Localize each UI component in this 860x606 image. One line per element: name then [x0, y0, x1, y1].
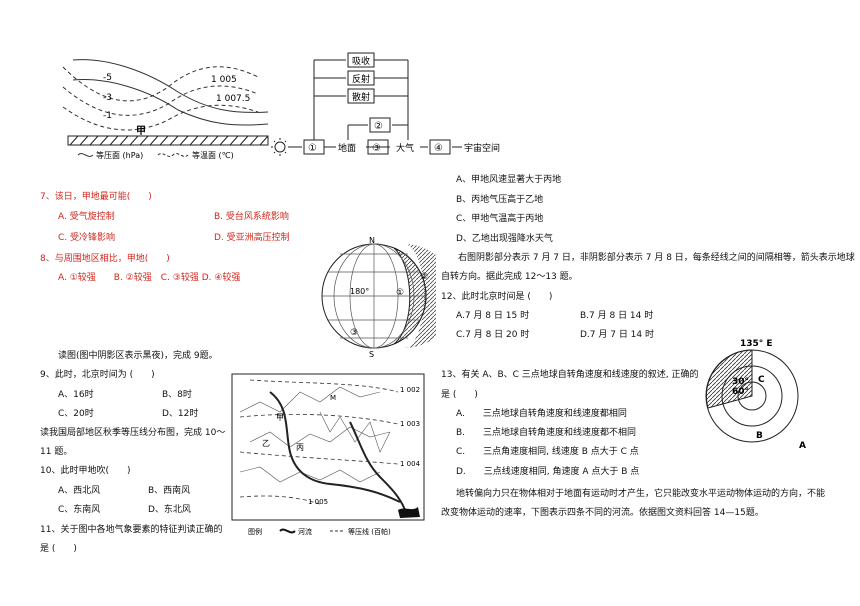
map-point-bing: 丙 [296, 443, 304, 452]
map-legend-title: 图例 [248, 527, 262, 536]
isobar-1005: 1 005 [308, 498, 328, 506]
radiation-flow-diagram: 吸收 反射 散射 ① ② ③ ④ 地面 大气 宇宙空间 [271, 52, 500, 156]
isobar-legend-icon [77, 153, 94, 157]
isobar-isotherm-figure: -5 -3 -1 1 005 1 007.5 甲 等压面 (hPa) 等温面 (… [62, 59, 269, 160]
legend-pressure: 等压面 (hPa) [96, 150, 143, 160]
map-point-m: M [330, 394, 336, 402]
q12-option-c[interactable]: C.7 月 8 日 20 时 [456, 330, 530, 340]
ground-label: 地面 [338, 142, 356, 154]
q10-option-a[interactable]: A、西北风 [58, 486, 101, 496]
q13-stem-line1: 13、有关 A、B、C 三点地球自转角速度和线速度的叙述, 正确的 [441, 370, 699, 380]
q7-option-c[interactable]: C. 受冷锋影响 [58, 233, 116, 243]
globe-day-night-figure: N S 180° ① ② ③ [321, 236, 436, 358]
legend-temperature: 等温面 (℃) [192, 150, 234, 160]
q10-option-b[interactable]: B、西南风 [148, 486, 191, 496]
q14-intro-line1: 地转偏向力只在物体相对于地面有运动时才产生，它只能改变水平运动物体运动的方向，不… [456, 489, 826, 499]
isobar-1003: 1 003 [400, 420, 420, 428]
q9-intro: 读图(图中阴影区表示黑夜)，完成 9题。 [58, 351, 218, 361]
isotherm-label: -3 [103, 93, 112, 103]
q10-intro-line1: 读我国局部地区秋季等压线分布图，完成 10～ [40, 428, 226, 438]
isobar-label: 1 007.5 [216, 94, 250, 104]
q10-stem: 10、此时甲地吹( ) [40, 466, 131, 476]
q9-option-a[interactable]: A、16时 [58, 390, 94, 400]
polar-lat60: 60° [732, 387, 749, 397]
q12-stem: 12、此时北京时间是 ( ) [441, 292, 553, 302]
q11-stem-line2: 是 ( ) [40, 544, 77, 554]
isobar-label: 1 005 [211, 75, 237, 85]
map-point-jia: 甲 [276, 413, 284, 422]
globe-point-3: ③ [350, 328, 358, 338]
map-point-yi: 乙 [262, 439, 270, 448]
node-4: ④ [434, 143, 443, 154]
q9-option-d[interactable]: D、12时 [162, 409, 199, 419]
isotherm-label: -1 [103, 111, 112, 121]
q12-option-d[interactable]: D.7 月 7 日 14 时 [580, 330, 654, 340]
isotherm-label: -5 [103, 73, 112, 83]
q13-option-b[interactable]: B. 三点地球自转角速度和线速度都不相同 [456, 428, 637, 438]
node-3: ③ [372, 143, 381, 154]
polar-lat30: 30° [732, 377, 749, 387]
polar-point-c: C [758, 375, 765, 385]
atmosphere-label: 大气 [396, 142, 414, 154]
q12-intro-line1: 右图阴影部分表示 7 月 7 日，非阴影部分表示 7 月 8 日，每条经线之间的… [458, 253, 855, 263]
q11-stem-line1: 11、关于图中各地气象要素的特征判读正确的 [40, 525, 223, 535]
q11-option-b[interactable]: B、丙地气压高于乙地 [456, 195, 544, 205]
space-label: 宇宙空间 [464, 142, 500, 154]
isobar-1004: 1 004 [400, 460, 421, 468]
q11-option-c[interactable]: C、甲地气温高于丙地 [456, 214, 544, 224]
globe-longitude-label: 180° [350, 287, 369, 296]
q12-intro-line2: 自转方向。据此完成 12～13 题。 [441, 272, 578, 282]
map-legend-river: 河流 [298, 527, 312, 536]
q13-option-c[interactable]: C. 三点角速度相同, 线速度 B 点大于 C 点 [456, 447, 639, 457]
isobar-map-figure: 1 002 1 003 1 004 1 005 甲 乙 丙 M 图例 河流 等压… [231, 373, 425, 536]
globe-point-1: ① [396, 288, 404, 298]
q9-stem: 9、此时，北京时间为 ( ) [40, 370, 155, 380]
q7-option-d[interactable]: D. 受亚洲高压控制 [214, 233, 290, 243]
q11-option-d[interactable]: D、乙地出现强降水天气 [456, 234, 553, 244]
river-legend-icon [279, 528, 296, 534]
isobar-1002: 1 002 [400, 386, 420, 394]
scatter-box: 散射 [352, 91, 370, 103]
q12-option-b[interactable]: B.7 月 8 日 14 时 [580, 311, 654, 321]
globe-north: N [369, 236, 375, 245]
q10-option-c[interactable]: C、东南风 [58, 505, 101, 515]
globe-south: S [369, 350, 374, 358]
q7-stem: 7、该日，甲地最可能( ) [40, 192, 152, 202]
isotherm-legend-icon [157, 153, 189, 157]
q7-option-b[interactable]: B. 受台风系统影响 [214, 212, 289, 222]
q8-options[interactable]: A. ①较强 B. ②较强 C. ③较强 D. ④较强 [58, 273, 241, 283]
polar-longitude-label: 135° E [740, 339, 773, 349]
q11-option-a[interactable]: A、甲地风速显著大于丙地 [456, 175, 562, 185]
q13-option-d[interactable]: D. 三点线速度相同, 角速度 A 点大于 B 点 [456, 467, 640, 477]
reflect-box: 反射 [352, 73, 370, 85]
q7-option-a[interactable]: A. 受气旋控制 [58, 212, 115, 222]
point-jia-label: 甲 [136, 125, 146, 137]
node-2: ② [374, 121, 383, 132]
absorb-box: 吸收 [352, 55, 370, 67]
node-1: ① [308, 143, 317, 154]
q9-option-b[interactable]: B、8时 [162, 390, 192, 400]
polar-point-a: A [799, 441, 806, 451]
map-legend-isobar: 等压线 (百帕) [348, 527, 391, 536]
q12-option-a[interactable]: A.7 月 8 日 15 时 [456, 311, 530, 321]
globe-point-2: ② [420, 272, 428, 282]
q9-option-c[interactable]: C、20时 [58, 409, 94, 419]
polar-point-b: B [756, 431, 763, 441]
q10-intro-line2: 11 题。 [40, 447, 73, 457]
polar-projection-figure: 135° E 30° 60° C B A [705, 339, 806, 451]
q14-intro-line2: 改变物体运动的速率，下图表示四条不同的河流。依据图文资料回答 14—15题。 [441, 508, 764, 518]
q10-option-d[interactable]: D、东北风 [148, 505, 191, 515]
q8-stem: 8、与周围地区相比，甲地( ) [40, 254, 170, 264]
q13-option-a[interactable]: A. 三点地球自转角速度和线速度都相同 [456, 409, 627, 419]
q13-stem-line2: 是 ( ) [441, 390, 478, 400]
